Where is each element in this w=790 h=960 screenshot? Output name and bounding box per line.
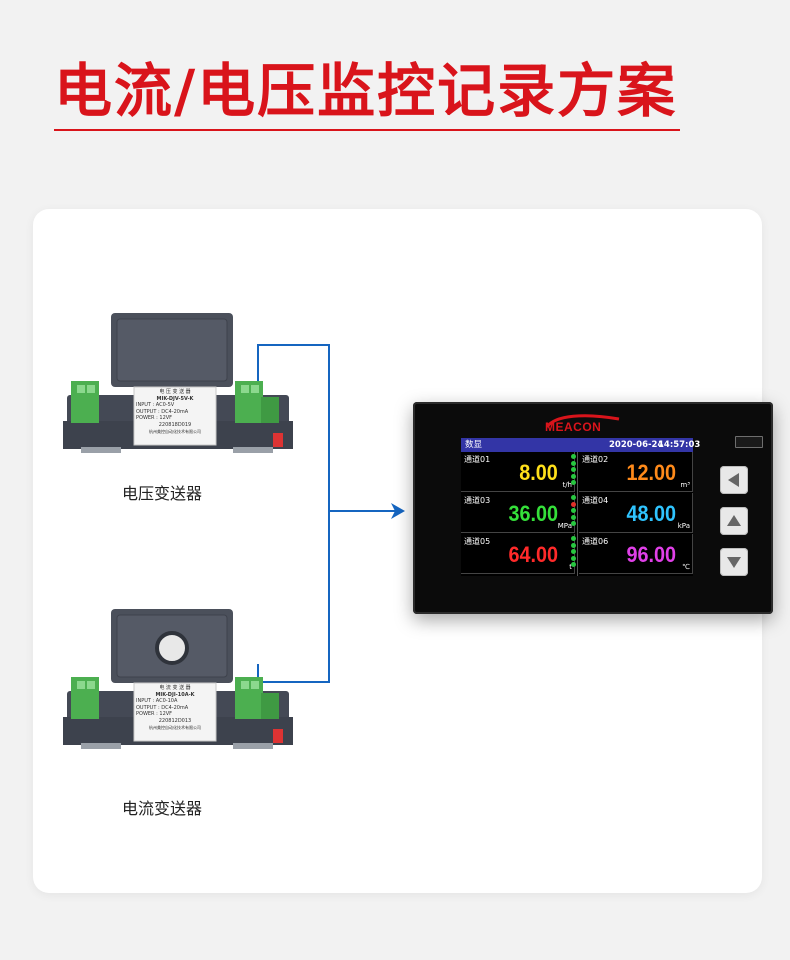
channel-value: 8.00 (519, 460, 558, 485)
channel-cell: 通道04 48.00 kPa (579, 493, 693, 533)
up-arrow-icon (727, 515, 741, 526)
plate-serial: 220818D019 (158, 421, 192, 428)
plate-model: MIK-DJV-5V-K (156, 395, 194, 402)
status-leds (571, 495, 576, 528)
plate-line: OUTPUT : DC4-20mA (136, 408, 189, 415)
channel-cell: 通道02 12.00 m³ (579, 452, 693, 492)
current-transmitter-image (63, 609, 293, 749)
left-arrow-icon (728, 473, 739, 487)
status-leds (571, 536, 576, 569)
plate-line: OUTPUT : DC4-20mA (136, 704, 189, 711)
page-title: 电流/电压监控记录方案 (54, 57, 678, 125)
voltage-transmitter: 电 压 变 送 器 MIK-DJV-5V-K INPUT : AC0-5V OU… (63, 311, 293, 461)
up-button[interactable] (720, 507, 748, 535)
usb-port (735, 436, 763, 448)
plate-maker: 杭州美控自动化技术有限公司 (149, 724, 201, 730)
channel-unit: t (569, 563, 572, 571)
channel-name: 通道01 (464, 455, 491, 464)
channel-name: 通道04 (582, 496, 609, 505)
channel-unit: kPa (677, 522, 690, 530)
down-button[interactable] (720, 548, 748, 576)
recorder-screen: 数显 2020-06-24 14:57:03 通道01 8.00 t/h 通道0… (461, 438, 700, 576)
plate-model: MIK-DJI-10A-K (155, 691, 195, 698)
plate-maker: 杭州美控自动化技术有限公司 (149, 428, 201, 434)
channel-name: 通道06 (582, 537, 609, 546)
status-leds (571, 454, 576, 487)
left-button[interactable] (720, 466, 748, 494)
plate-line: POWER : 12VF (136, 415, 173, 422)
screen-title: 数显 (465, 440, 483, 450)
diagram-card: 电 压 变 送 器 MIK-DJV-5V-K INPUT : AC0-5V OU… (33, 209, 773, 893)
title-divider (54, 129, 680, 131)
channel-unit: ℃ (682, 563, 690, 571)
voltage-transmitter-image (63, 313, 293, 453)
channel-cell: 通道06 96.00 ℃ (579, 534, 693, 574)
paperless-recorder: MEACON 数显 2020-06-24 14:57:03 通道01 8.00 … (413, 402, 773, 614)
current-transmitter-label: 电流变送器 (122, 799, 203, 818)
channel-name: 通道02 (582, 455, 609, 464)
plate-name: 电 流 变 送 器 (159, 685, 191, 691)
current-transmitter: 电 流 变 送 器 MIK-DJI-10A-K INPUT : AC0-10A … (63, 607, 293, 757)
plate-line: POWER : 12VF (136, 711, 173, 718)
channel-value: 96.00 (626, 542, 676, 567)
down-arrow-icon (727, 557, 741, 568)
channel-value: 36.00 (508, 501, 558, 526)
channel-name: 通道03 (464, 496, 491, 505)
channel-value: 48.00 (626, 501, 676, 526)
channel-cell: 通道05 64.00 t (461, 534, 576, 574)
meacon-logo-icon (545, 414, 620, 428)
brand-logo: MEACON (545, 420, 602, 434)
channel-name: 通道05 (464, 537, 491, 546)
channel-unit: MPa (557, 522, 572, 530)
channel-unit: t/h (562, 481, 572, 489)
plate-line: INPUT : AC0-10A (136, 698, 178, 705)
screen-time: 14:57:03 (658, 440, 701, 450)
channel-value: 64.00 (508, 542, 558, 567)
channel-value: 12.00 (626, 460, 676, 485)
voltage-transmitter-label: 电压变送器 (122, 484, 203, 503)
plate-name: 电 压 变 送 器 (159, 389, 191, 395)
channel-unit: m³ (680, 481, 690, 489)
plate-serial: 220812D013 (158, 717, 192, 724)
arrow-icon (391, 503, 405, 519)
channel-cell: 通道01 8.00 t/h (461, 452, 576, 492)
plate-line: INPUT : AC0-5V (136, 402, 175, 409)
status-bar: 数显 2020-06-24 14:57:03 (461, 438, 700, 452)
channel-cell: 通道03 36.00 MPa (461, 493, 576, 533)
screen-date: 2020-06-24 (609, 440, 664, 450)
